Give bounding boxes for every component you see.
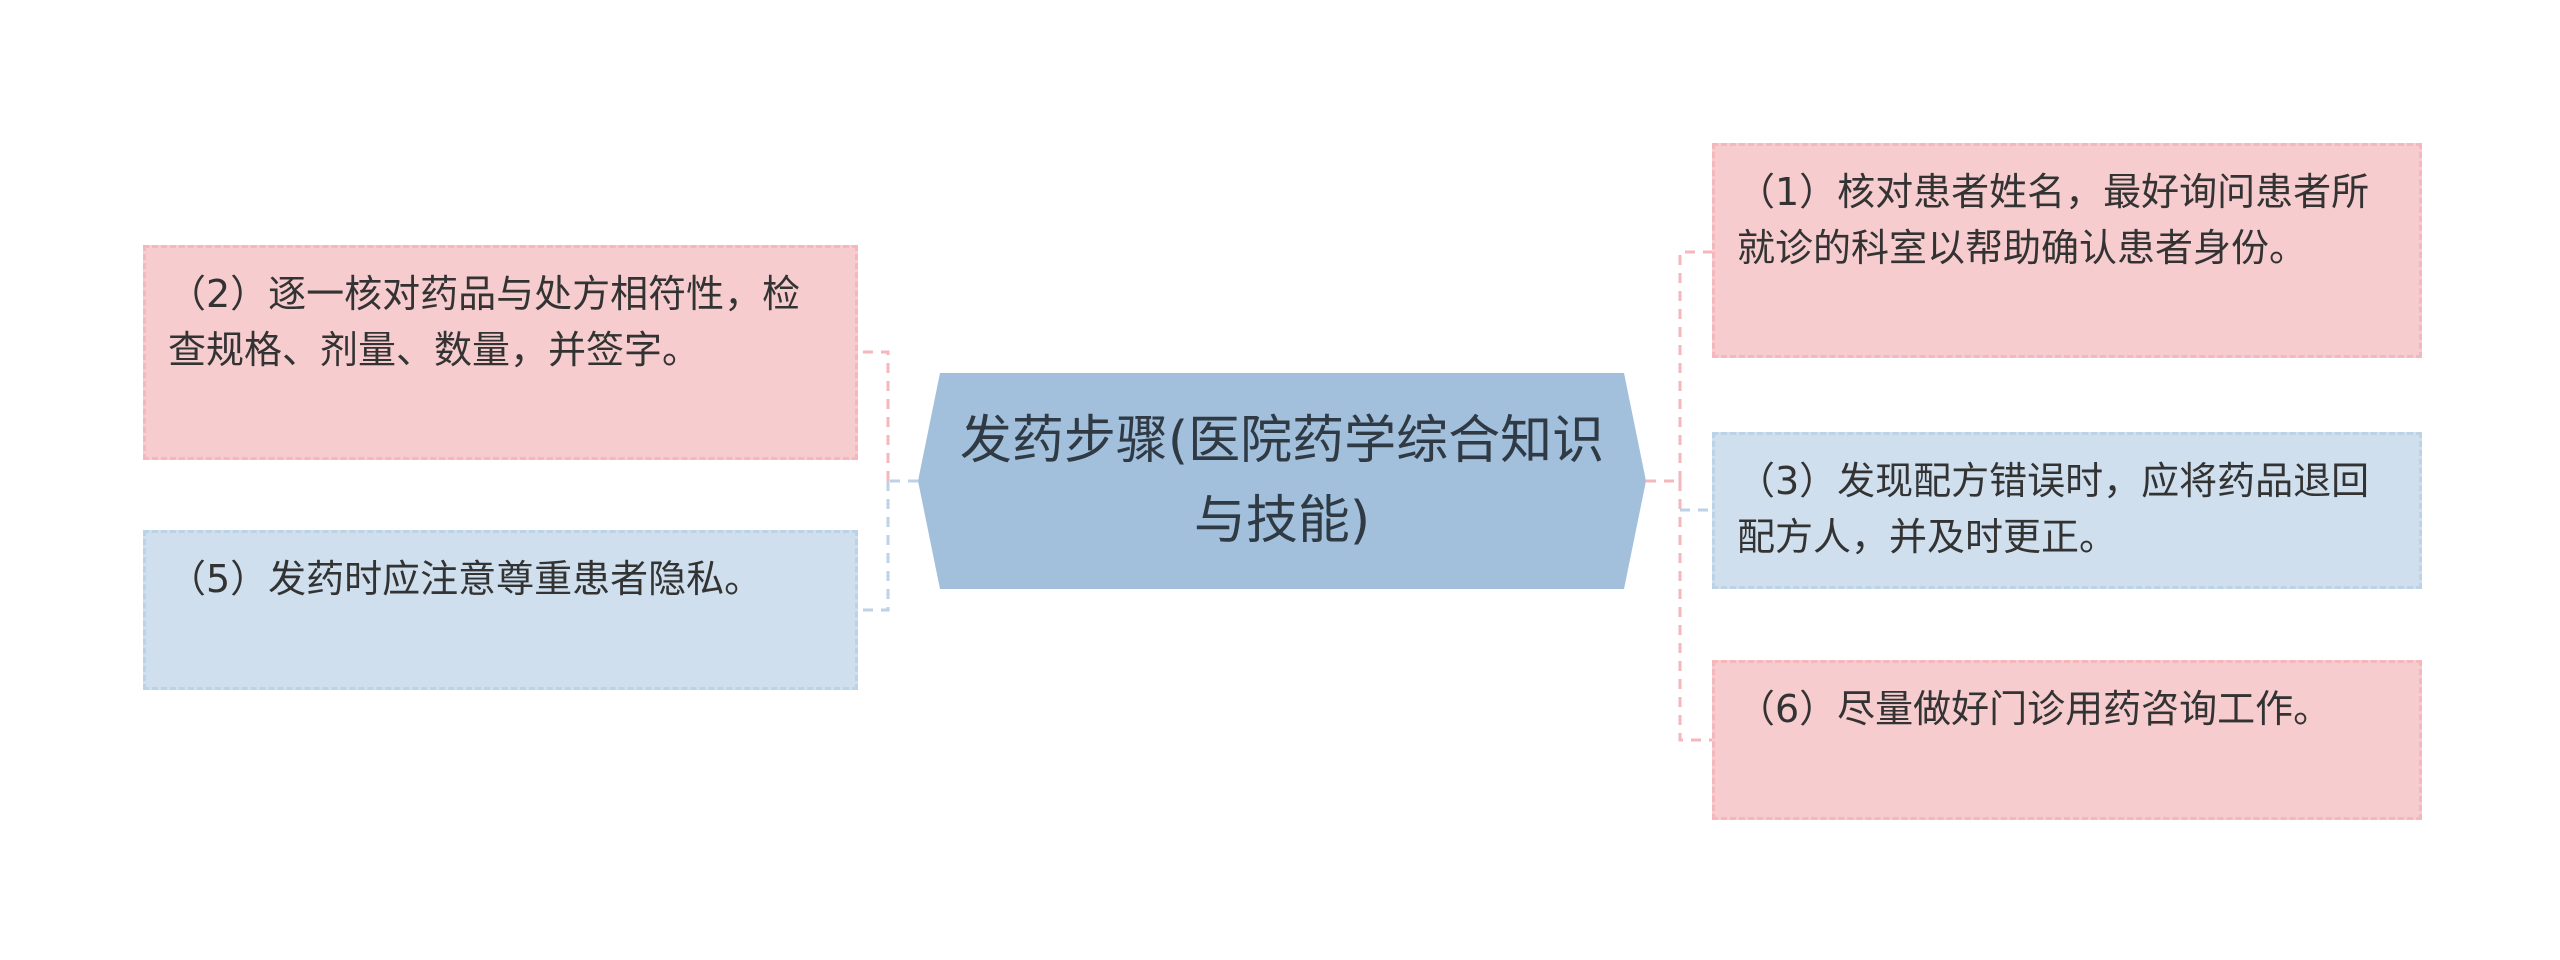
leaf-step-2[interactable]: （2）逐一核对药品与处方相符性，检查规格、剂量、数量，并签字。 — [143, 245, 858, 460]
leaf-step-1[interactable]: （1）核对患者姓名，最好询问患者所就诊的科室以帮助确认患者身份。 — [1712, 143, 2422, 358]
connector-to-step1 — [1678, 250, 1712, 481]
leaf-step-3[interactable]: （3）发现配方错误时，应将药品退回配方人，并及时更正。 — [1712, 432, 2422, 589]
center-title: 发药步骤(医院药学综合知识与技能) — [959, 411, 1605, 551]
connector-to-step5 — [858, 481, 890, 612]
leaf-step-6[interactable]: （6）尽量做好门诊用药咨询工作。 — [1712, 660, 2422, 820]
leaf-step-5[interactable]: （5）发药时应注意尊重患者隐私。 — [143, 530, 858, 690]
connector-to-step2 — [858, 350, 890, 481]
connector-to-step6 — [1678, 481, 1712, 742]
center-hexagon-shape — [918, 373, 1646, 589]
center-node[interactable]: 发药步骤(医院药学综合知识与技能) — [918, 373, 1646, 589]
